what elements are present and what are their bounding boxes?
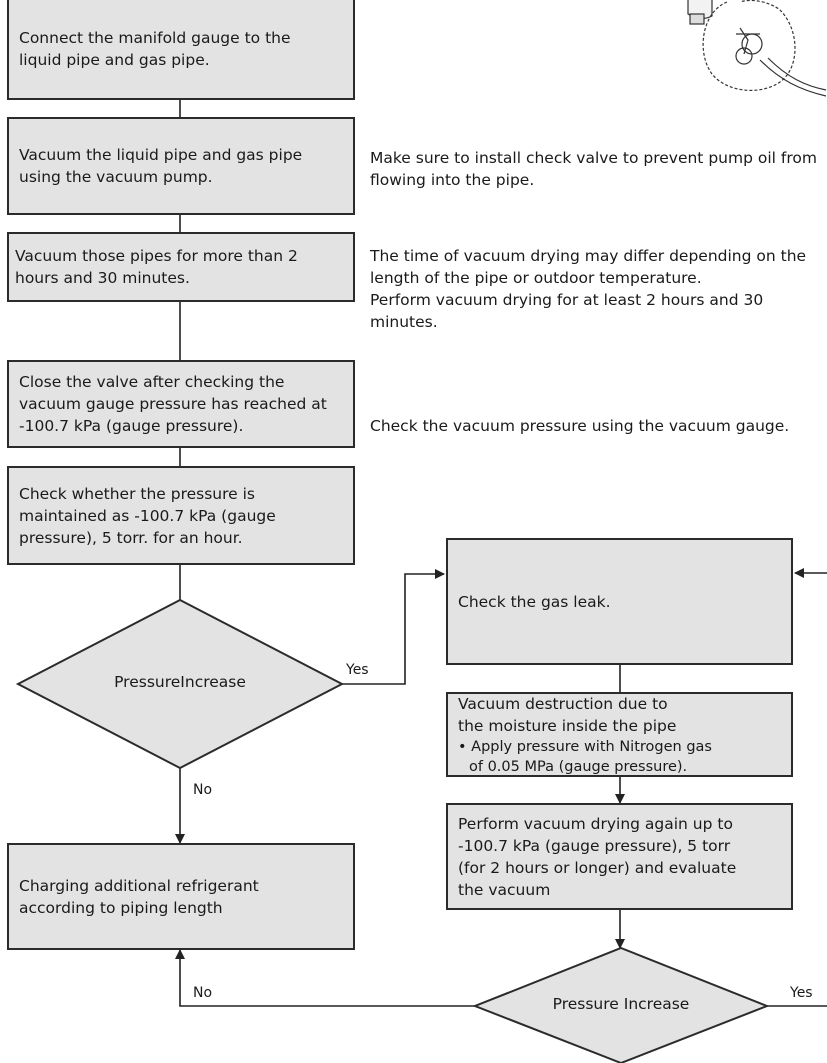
step-vacuum-pipes: Vacuum the liquid pipe and gas pipe usin… <box>7 117 355 215</box>
step-text: (for 2 hours or longer) and evaluate <box>458 858 737 877</box>
arrow-no-to-charging-2 <box>175 949 475 1007</box>
step-text: Check the gas leak. <box>458 592 611 611</box>
step-text: the vacuum <box>458 880 551 899</box>
step-text: maintained as -100.7 kPa (gauge <box>19 506 276 525</box>
step-text: Connect the manifold gauge to the <box>19 29 291 47</box>
note-text: flowing into the pipe. <box>370 171 535 189</box>
decision-1-label: PressureIncrease <box>114 673 246 691</box>
note-text: The time of vacuum drying may differ dep… <box>370 247 807 265</box>
step-check-pressure: Check whether the pressure is maintained… <box>7 466 355 565</box>
note-text: Check the vacuum pressure using the vacu… <box>370 417 790 435</box>
arrow-yes-to-gas-leak <box>342 569 445 685</box>
step-text: according to piping length <box>19 898 223 917</box>
note-check-valve: Make sure to install check valve to prev… <box>370 147 817 191</box>
step-charging-refrigerant: Charging additional refrigerant accordin… <box>7 843 355 950</box>
step-text: the moisture inside the pipe <box>458 716 677 735</box>
label-no-2: No <box>193 985 213 1001</box>
manifold-illustration <box>687 0 827 97</box>
decision-diamond-1 <box>15 598 345 770</box>
label-yes-1: Yes <box>346 662 369 678</box>
note-text: minutes. <box>370 313 438 331</box>
step-check-gas-leak: Check the gas leak. <box>446 538 793 665</box>
step-text: Vacuum destruction due to <box>458 694 668 713</box>
step-text: pressure), 5 torr. for an hour. <box>19 528 243 547</box>
step-vacuum-destruction: Vacuum destruction due to the moisture i… <box>446 692 793 777</box>
step-text: hours and 30 minutes. <box>15 269 190 287</box>
step-bullet: of 0.05 MPa (gauge pressure). <box>469 758 688 775</box>
step-redry: Perform vacuum drying again up to -100.7… <box>446 803 793 910</box>
step-text: -100.7 kPa (gauge pressure), 5 torr <box>458 836 731 855</box>
label-no-1: No <box>193 782 213 798</box>
decision-2-label: Pressure Increase <box>552 995 690 1013</box>
step-text: Perform vacuum drying again up to <box>458 814 733 833</box>
step-text: Check whether the pressure is <box>19 484 256 503</box>
step-text: -100.7 kPa (gauge pressure). <box>19 417 244 435</box>
step-vacuum-duration: Vacuum those pipes for more than 2 hours… <box>7 232 355 302</box>
decision-diamond-2 <box>472 946 770 1063</box>
note-text: length of the pipe or outdoor temperatur… <box>370 269 702 287</box>
step-text: Vacuum the liquid pipe and gas pipe <box>19 146 303 164</box>
label-yes-2: Yes <box>790 985 813 1001</box>
step-text: Close the valve after checking the <box>19 373 285 391</box>
step-text: liquid pipe and gas pipe. <box>19 51 210 69</box>
note-text: Perform vacuum drying for at least 2 hou… <box>370 291 764 309</box>
step-connect-manifold: Connect the manifold gauge to the liquid… <box>7 0 355 100</box>
step-text: Charging additional refrigerant <box>19 876 259 895</box>
step-text: vacuum gauge pressure has reached at <box>19 395 327 413</box>
step-text: Vacuum those pipes for more than 2 <box>15 247 298 265</box>
step-close-valve: Close the valve after checking the vacuu… <box>7 360 355 448</box>
step-text: using the vacuum pump. <box>19 168 213 186</box>
note-drying-time: The time of vacuum drying may differ dep… <box>370 245 806 333</box>
step-bullet: • Apply pressure with Nitrogen gas <box>458 738 712 755</box>
note-text: Make sure to install check valve to prev… <box>370 149 817 167</box>
note-vacuum-gauge: Check the vacuum pressure using the vacu… <box>370 415 789 437</box>
